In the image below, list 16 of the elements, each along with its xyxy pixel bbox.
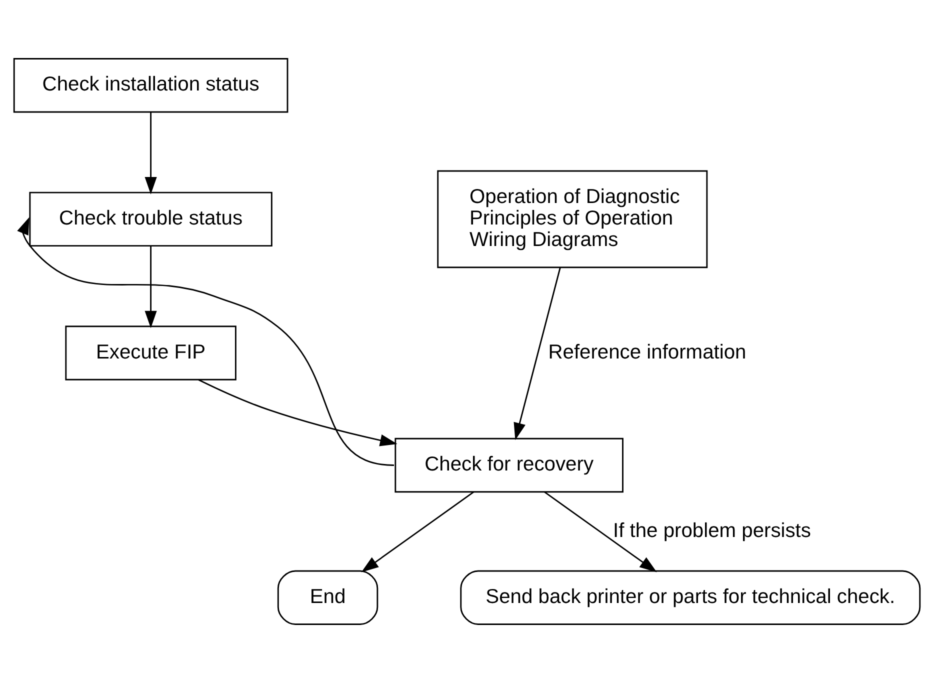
arrow bbox=[198, 378, 398, 446]
node-box: Send back printer or parts for technical check. bbox=[460, 570, 921, 624]
node-box: End bbox=[277, 570, 378, 624]
arrow bbox=[17, 216, 394, 466]
arrow bbox=[514, 266, 561, 440]
node-box: Check for recovery bbox=[394, 437, 624, 492]
arrow bbox=[544, 490, 657, 572]
node-box: Check trouble status bbox=[29, 191, 272, 246]
node-box: Check installation status bbox=[13, 58, 288, 112]
node-box: Operation of Diagnostic Principles of Operation Wiring Diagrams bbox=[437, 170, 708, 268]
node-box: Execute FIP bbox=[65, 325, 236, 380]
arrow bbox=[361, 490, 474, 572]
arrow bbox=[144, 112, 157, 194]
arrow bbox=[144, 245, 157, 328]
edge-label: If the problem persists bbox=[612, 519, 811, 542]
edge-label: Reference information bbox=[548, 340, 746, 363]
